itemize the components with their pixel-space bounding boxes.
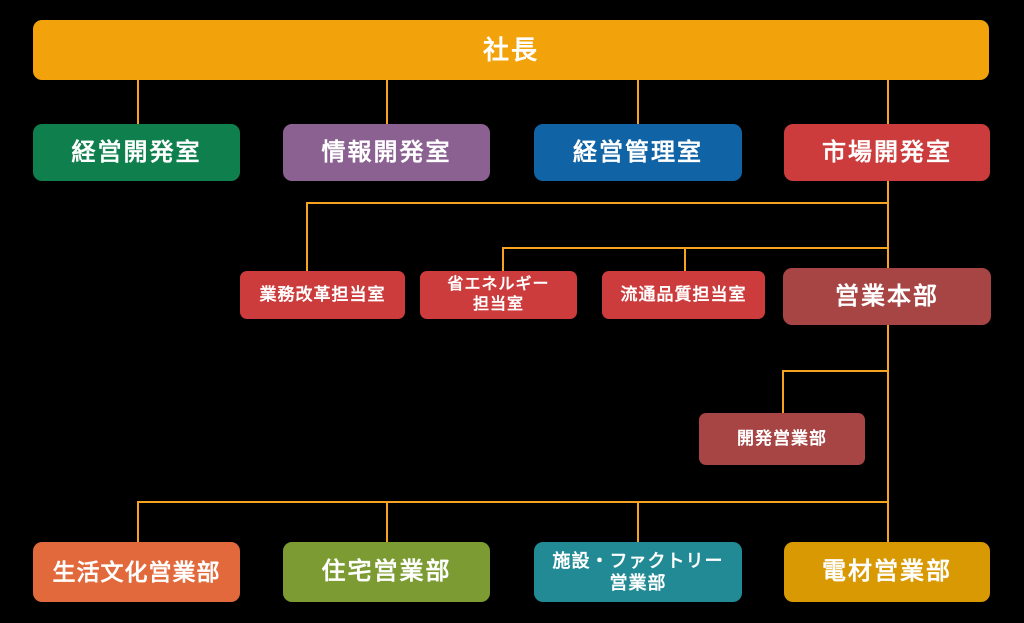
node-energy-saving-office: 省エネルギー 担当室 [420,271,577,319]
node-administration-office: 経営管理室 [534,124,742,181]
connector-sales-depts-horizontal [137,501,889,503]
connector-branch-distribution-quality-drop [684,247,686,271]
connector-branch-energy-saving-drop [502,247,504,271]
connector-lifestyle-culture-drop [137,501,139,542]
node-distribution-quality-office: 流通品質担当室 [602,271,765,319]
connector-market-development-trunk [887,181,889,268]
node-lifestyle-culture-sales-dept: 生活文化営業部 [33,542,240,602]
connector-sales-headquarters-trunk [887,325,889,543]
node-market-development-office: 市場開発室 [784,124,990,181]
node-development-sales-dept: 開発営業部 [699,413,865,465]
node-electrical-materials-sales-dept: 電材営業部 [784,542,990,602]
connector-president-to-information-development [386,80,388,124]
connector-branch-business-reform-drop [306,202,308,271]
connector-branch-business-reform-horizontal [306,202,889,204]
node-housing-sales-dept: 住宅営業部 [283,542,490,602]
connector-development-sales-horizontal [782,370,889,372]
connector-president-to-market-development [887,80,889,124]
node-management-development-office: 経営開発室 [33,124,240,181]
connector-development-sales-drop [782,370,784,413]
connector-branch-offices-horizontal [502,247,889,249]
connector-president-to-administration [637,80,639,124]
connector-housing-drop [386,501,388,542]
node-facility-factory-sales-dept: 施設・ファクトリー 営業部 [534,542,742,602]
node-business-reform-office: 業務改革担当室 [240,271,405,319]
node-president: 社長 [33,20,989,80]
node-sales-headquarters: 営業本部 [783,268,991,325]
connector-president-to-management-development [137,80,139,124]
connector-facility-factory-drop [637,501,639,542]
node-information-development-office: 情報開発室 [283,124,490,181]
